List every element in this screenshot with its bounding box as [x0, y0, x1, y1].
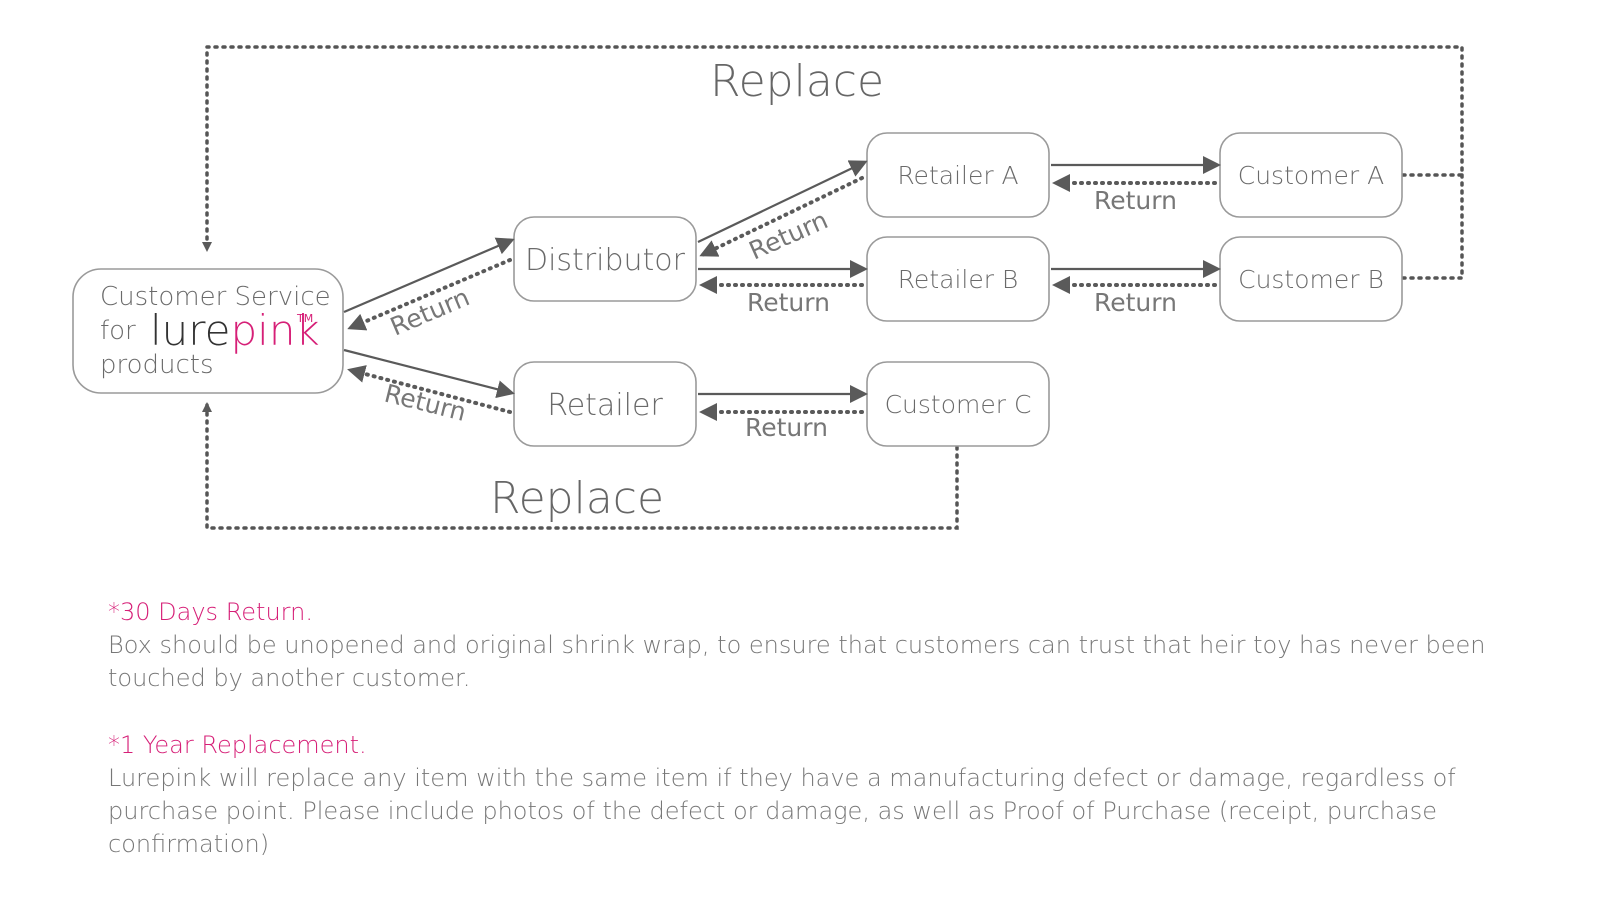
note-body: Lurepink will replace any item with the … [108, 764, 1456, 858]
retailer-b-box [866, 236, 1050, 322]
retailer-a-label: Retailer A [897, 161, 1018, 190]
retailer-label: Retailer [547, 388, 663, 423]
return-label-retailer-customer-c: Return [745, 413, 828, 442]
note-heading: *30 Days Return. [108, 598, 313, 626]
replace-label-top: Replace [710, 56, 884, 107]
return-label-retailer-b-customer-b: Return [1094, 288, 1177, 317]
service-for: for [100, 316, 136, 346]
customer-b-box [1219, 236, 1403, 322]
note-return-policy: *30 Days Return. Box should be unopened … [108, 596, 1558, 695]
lurepink-logo: lurepink [150, 306, 320, 355]
return-arrows [347, 174, 1217, 421]
logo-tm: TM [296, 312, 313, 325]
note-replacement-policy: *1 Year Replacement. Lurepink will repla… [108, 729, 1558, 861]
return-flow-diagram: Replace Replace Customer Service for lur… [72, 45, 1464, 530]
note-heading: *1 Year Replacement. [108, 731, 367, 759]
customer-c-box [866, 361, 1050, 447]
note-body: Box should be unopened and original shri… [108, 631, 1486, 692]
replace-loop-top [202, 45, 1464, 280]
service-line3: products [100, 350, 214, 380]
service-line1: Customer Service [100, 282, 331, 312]
customer-c-label: Customer C [885, 390, 1032, 419]
customer-b-label: Customer B [1238, 265, 1384, 294]
forward-arrows [343, 156, 1221, 403]
distributor-box [513, 216, 697, 302]
replace-loop-bottom [202, 402, 959, 530]
customer-a-box [1219, 132, 1403, 218]
policy-notes: *30 Days Return. Box should be unopened … [108, 596, 1558, 895]
customer-service-box [72, 268, 344, 394]
distributor-label: Distributor [525, 243, 686, 278]
customer-a-label: Customer A [1238, 161, 1384, 190]
retailer-b-label: Retailer B [898, 265, 1019, 294]
return-label-distributor-retailer-b: Return [747, 288, 830, 317]
logo-pink: pink [230, 306, 319, 355]
retailer-box [513, 361, 697, 447]
replace-label-bottom: Replace [490, 473, 664, 524]
return-label-retailer-a-customer-a: Return [1094, 186, 1177, 215]
logo-lure: lure [150, 306, 230, 355]
return-label-service-retailer: Return [382, 379, 470, 427]
return-label-service-distributor: Return [386, 282, 474, 341]
